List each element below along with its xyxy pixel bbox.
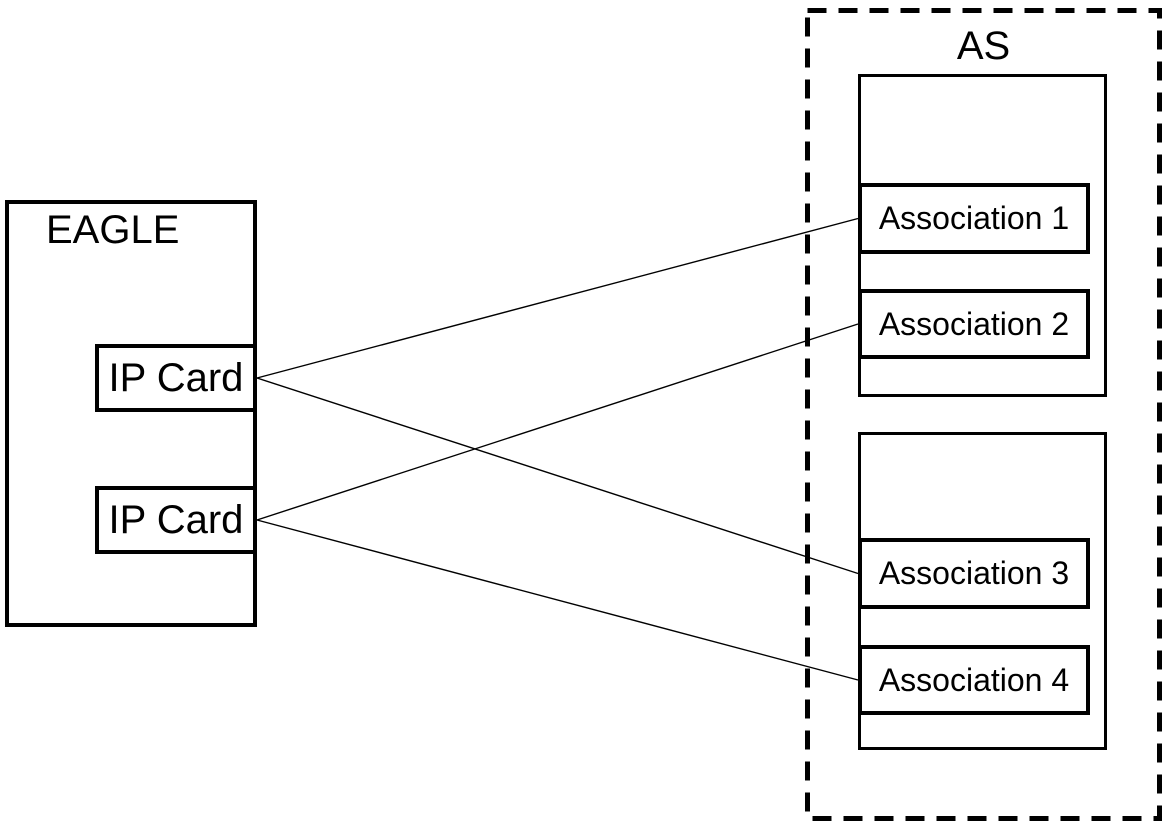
connection-line-ip-card-2-association-2 [256,323,859,521]
connection-line-ip-card-1-association-1 [256,217,859,379]
association-4-label: Association 4 [878,661,1070,698]
association-4: Association 4 [858,645,1090,715]
connection-line-ip-card-2-association-4 [256,519,859,681]
ip-card-2-label: IP Card [108,497,244,542]
eagle-box [5,200,257,627]
ip-card-1: IP Card [95,344,257,412]
association-3-label: Association 3 [878,555,1070,591]
connection-line-ip-card-1-association-3 [256,377,859,575]
ip-card-2: IP Card [95,486,257,554]
as-label: AS [956,24,1011,68]
association-2: Association 2 [858,289,1090,359]
eagle-label: EAGLE [46,208,180,252]
association-1-label: Association 1 [878,200,1070,236]
association-3: Association 3 [858,538,1090,609]
ip-card-1-label: IP Card [108,355,244,400]
association-2-label: Association 2 [878,305,1070,342]
association-1: Association 1 [858,183,1090,254]
